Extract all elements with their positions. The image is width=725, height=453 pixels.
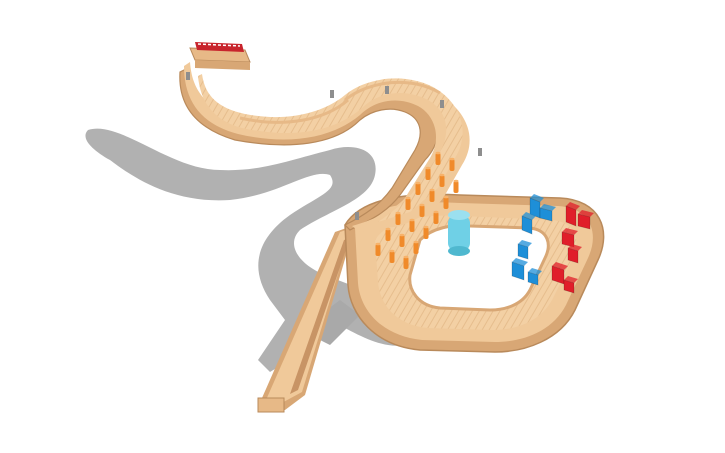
orange-pin xyxy=(425,166,431,180)
orange-pin xyxy=(403,255,409,269)
orange-pin xyxy=(429,188,435,202)
orange-pin xyxy=(415,181,421,195)
blue-piece-group xyxy=(511,194,556,286)
orange-pin xyxy=(399,233,405,247)
orange-pin xyxy=(433,210,439,224)
rail-posts xyxy=(186,72,482,220)
orange-pin xyxy=(409,218,415,232)
blue-piece xyxy=(511,258,528,281)
red-piece xyxy=(577,210,594,230)
cyan-cylinder xyxy=(448,210,470,256)
orange-pin-grid xyxy=(375,151,459,269)
orange-pin xyxy=(419,203,425,217)
orange-pin xyxy=(439,173,445,187)
orange-pin xyxy=(453,179,459,193)
blue-piece xyxy=(539,204,556,222)
blue-piece xyxy=(517,240,532,260)
orange-pin xyxy=(443,195,449,209)
orange-pin xyxy=(405,196,411,210)
blue-piece xyxy=(521,212,536,235)
orange-pin xyxy=(375,242,381,256)
orange-pin xyxy=(423,225,429,239)
serpentine-track xyxy=(179,62,470,232)
start-gate xyxy=(189,42,251,70)
blue-piece xyxy=(527,268,542,286)
red-piece-group xyxy=(551,202,594,294)
orange-pin xyxy=(395,211,401,225)
orange-pin xyxy=(449,157,455,171)
orange-pin xyxy=(385,227,391,241)
orange-pin xyxy=(435,151,441,165)
red-piece xyxy=(567,244,582,264)
orange-pin xyxy=(413,240,419,254)
red-piece xyxy=(563,276,578,294)
red-piece xyxy=(565,202,580,227)
entry-ramp xyxy=(257,225,355,413)
orange-pin xyxy=(389,249,395,263)
blue-piece xyxy=(529,194,544,219)
